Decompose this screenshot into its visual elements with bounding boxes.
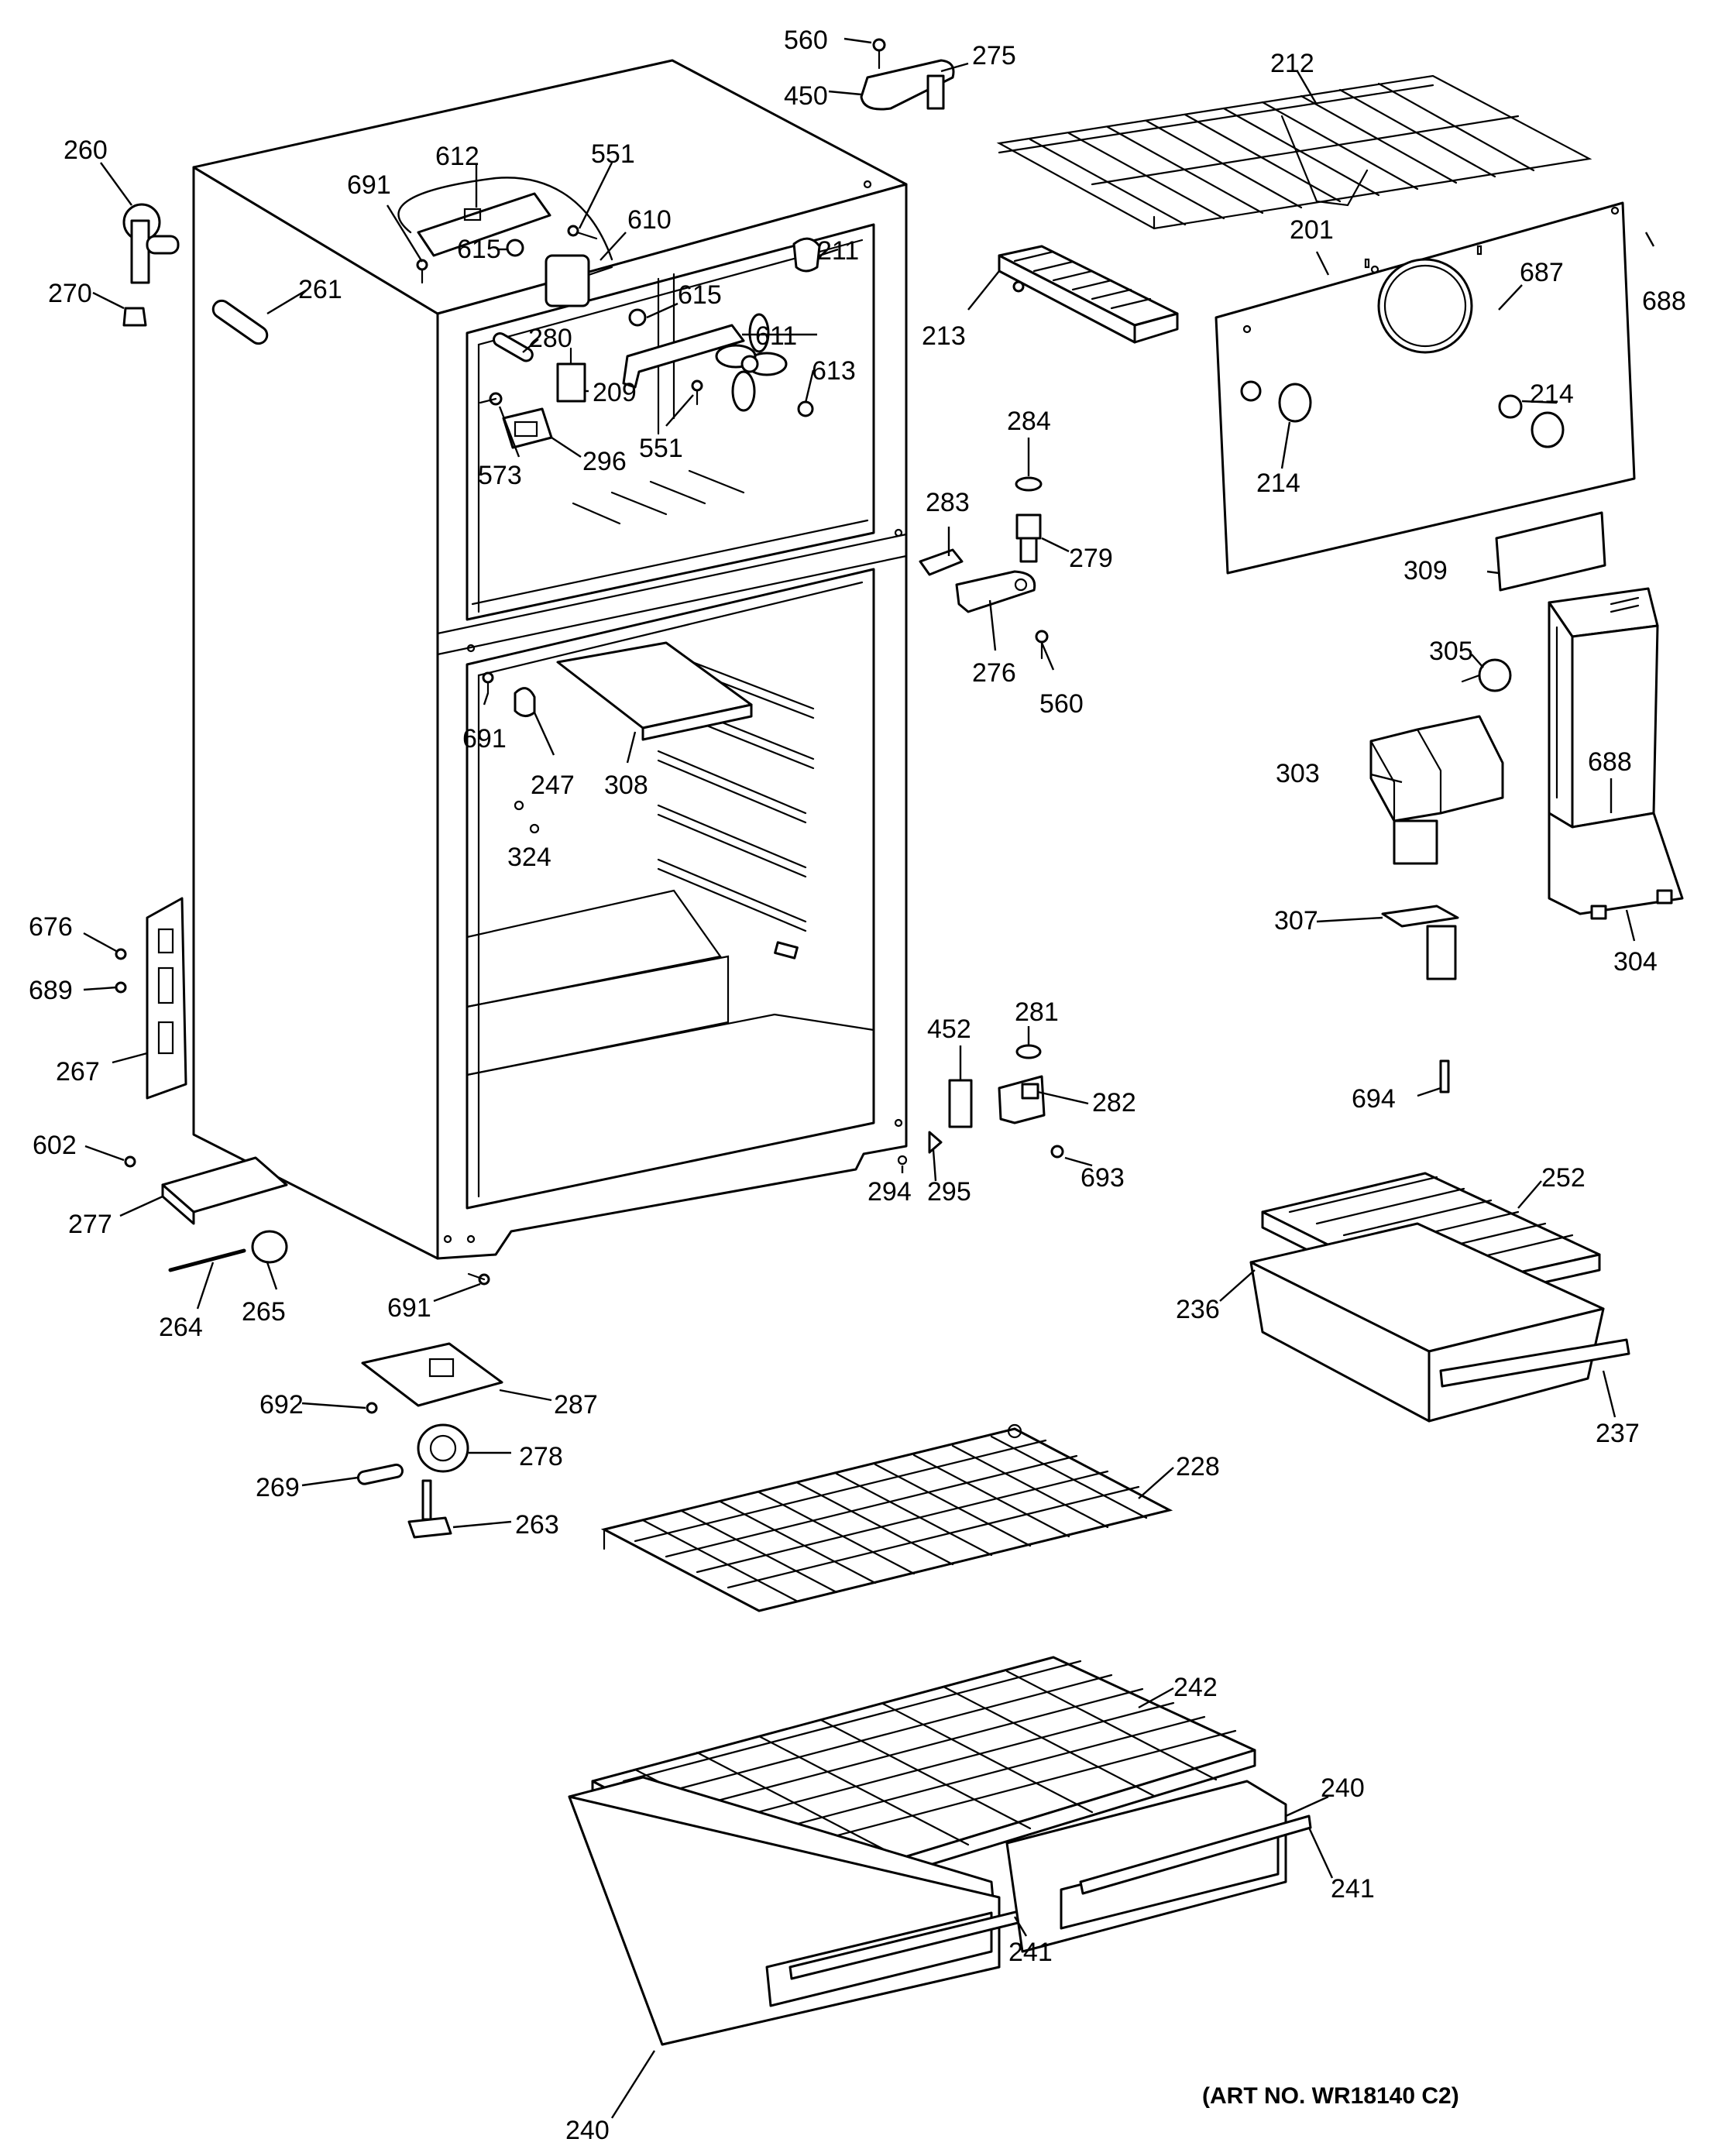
callout: 283	[926, 488, 970, 517]
callout: 693	[1081, 1163, 1125, 1193]
callout: 275	[972, 41, 1016, 70]
callout: 610	[627, 205, 672, 235]
callout: 211	[817, 236, 859, 266]
callout: 692	[259, 1390, 304, 1420]
fan-blade	[715, 313, 788, 412]
callout: 560	[784, 26, 828, 55]
callout: 691	[462, 724, 507, 754]
callout: 611	[755, 321, 797, 351]
callout: 247	[531, 771, 575, 800]
callout-labels: 560 450 275 212 260 270 261 691 612 551 …	[29, 26, 1686, 2145]
callout: 242	[1173, 1673, 1218, 1702]
callout: 214	[1530, 379, 1574, 409]
callout: 687	[1520, 258, 1564, 287]
callout: 615	[678, 280, 722, 310]
callout: 309	[1403, 556, 1448, 585]
callout: 615	[457, 235, 501, 264]
ice-tray	[998, 245, 1179, 344]
callout: 252	[1541, 1163, 1586, 1193]
callout: 284	[1007, 407, 1051, 436]
roller-assembly	[356, 1342, 503, 1539]
callout: 267	[56, 1057, 100, 1087]
fresh-food-interior-parts	[482, 641, 753, 811]
callout: 240	[1321, 1773, 1365, 1803]
center-hinge	[919, 476, 1049, 660]
callout: 551	[591, 139, 635, 169]
callout: 280	[528, 324, 572, 353]
callout: 689	[29, 976, 73, 1005]
callout: 305	[1429, 637, 1473, 666]
callout: 303	[1276, 759, 1320, 788]
callout: 560	[1039, 689, 1084, 719]
callout: 602	[33, 1131, 77, 1160]
callout: 278	[519, 1442, 563, 1471]
callout: 304	[1613, 947, 1658, 977]
callout: 452	[927, 1014, 971, 1044]
callout: 612	[435, 142, 479, 171]
callout: 295	[927, 1177, 971, 1207]
callout: 264	[159, 1313, 203, 1342]
callout: 212	[1270, 49, 1314, 78]
callout: 676	[29, 912, 73, 942]
callout: 276	[972, 658, 1016, 688]
leader-lines	[83, 37, 1655, 2119]
freezer-interior-parts	[397, 177, 1025, 449]
callout: 688	[1588, 747, 1632, 777]
callout: 213	[922, 321, 966, 351]
callout: 307	[1274, 906, 1318, 936]
callout: 269	[256, 1473, 300, 1502]
callout: 241	[1008, 1938, 1053, 1967]
callout: 694	[1352, 1084, 1396, 1114]
top-hinge	[860, 38, 955, 111]
small-crisper-drawer	[1249, 1172, 1630, 1423]
wire-shelf	[600, 1423, 1173, 1612]
refrigerator-cabinet	[192, 59, 908, 1260]
callout: 573	[478, 461, 522, 490]
callout: 281	[1015, 997, 1059, 1027]
callout: 691	[347, 170, 391, 200]
callout: 282	[1092, 1088, 1136, 1117]
callout: 241	[1331, 1874, 1375, 1904]
callout: 270	[48, 279, 92, 308]
callout: 228	[1176, 1452, 1220, 1481]
callout: 260	[64, 136, 108, 165]
callout: 613	[812, 356, 856, 386]
callout: 277	[68, 1210, 112, 1239]
crisper-pans	[568, 1776, 1312, 2046]
callout: 214	[1256, 469, 1300, 498]
callout: 691	[387, 1293, 431, 1323]
callout: 209	[593, 378, 637, 407]
callout: 287	[554, 1390, 598, 1420]
callout: 236	[1176, 1295, 1220, 1324]
callout: 263	[515, 1510, 559, 1540]
art-number: (ART NO. WR18140 C2)	[1202, 2083, 1459, 2109]
callout: 279	[1069, 544, 1113, 573]
evaporator-cover	[1214, 201, 1636, 575]
callout: 261	[298, 275, 342, 304]
callout: 308	[604, 771, 648, 800]
control-housing	[1369, 587, 1684, 980]
callout: 240	[565, 2116, 610, 2145]
callout: 294	[868, 1177, 912, 1207]
freezer-wire-shelf	[996, 74, 1592, 230]
callout: 265	[242, 1297, 286, 1327]
callout: 324	[507, 843, 551, 872]
callout: 296	[582, 447, 627, 476]
callout: 237	[1596, 1419, 1640, 1448]
callout: 450	[784, 81, 828, 111]
left-side-parts	[115, 203, 490, 1286]
callout: 551	[639, 434, 683, 463]
callout: 688	[1642, 287, 1686, 316]
rating-label	[1495, 511, 1606, 592]
callout: 201	[1290, 215, 1334, 245]
